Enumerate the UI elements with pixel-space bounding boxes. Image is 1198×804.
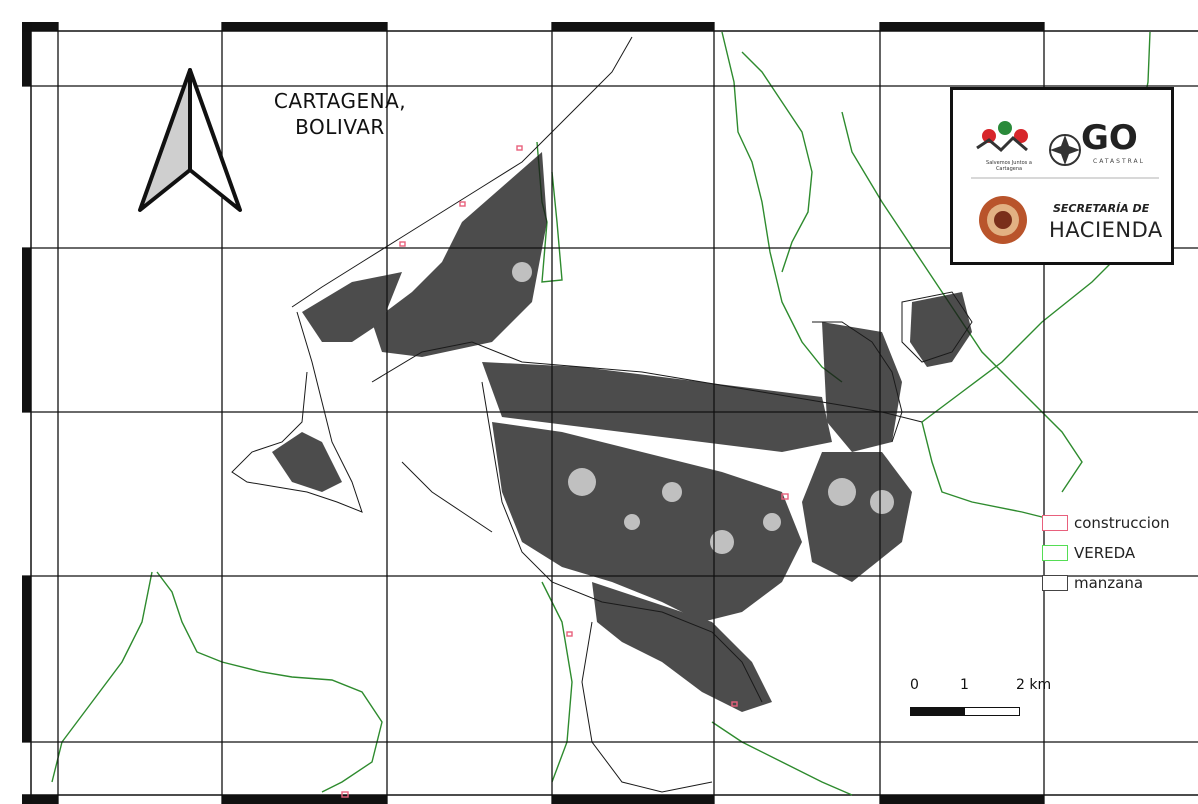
map-title-line1: CARTAGENA, [273, 89, 407, 113]
map-frame: CARTAGENA, BOLIVAR [22, 22, 1198, 804]
manzana-light [512, 262, 894, 554]
legend-item-construccion: construccion [1042, 514, 1170, 532]
legend-label-vereda: VEREDA [1074, 544, 1136, 562]
legend-swatch-vereda [1042, 545, 1068, 561]
salvemos-juntos-logo [976, 121, 1028, 153]
scale-label-2km: 2 km [1016, 677, 1052, 693]
map-title-line2: BOLIVAR [295, 115, 385, 139]
scale-bar-graphic [910, 707, 1020, 716]
manzana-fill [272, 152, 972, 712]
legend-swatch-construccion [1042, 515, 1068, 531]
scale-label-1: 1 [960, 677, 969, 693]
north-arrow-icon [138, 68, 242, 212]
logos-graphic [971, 121, 1159, 244]
go-catastral-icon [1049, 134, 1081, 166]
hacienda-label: HACIENDA [1049, 218, 1163, 242]
map-canvas[interactable] [22, 22, 1198, 804]
map-title: CARTAGENA, BOLIVAR [270, 88, 410, 140]
frame-border [22, 22, 1044, 804]
logo-box: GO CATASTRAL Salvemos Juntos a Cartagena… [950, 87, 1174, 265]
legend-label-manzana: manzana [1074, 574, 1144, 592]
hacienda-seal-icon [979, 196, 1027, 244]
legend-item-manzana: manzana [1042, 574, 1143, 592]
legend-label-construccion: construccion [1074, 514, 1170, 532]
secretaria-label: SECRETARÍA DE [1053, 202, 1150, 215]
scale-bar-fill [911, 708, 965, 715]
legend-swatch-manzana [1042, 575, 1068, 591]
go-logo-text: GO [1081, 118, 1138, 158]
legend-item-vereda: VEREDA [1042, 544, 1135, 562]
salvemos-logo-text: Salvemos Juntos a Cartagena [986, 160, 1032, 172]
catastral-logo-text: CATASTRAL [1093, 158, 1145, 165]
construccion-markers [341, 145, 789, 798]
frame-border-thin [22, 22, 1198, 804]
graticule-grid [22, 22, 1198, 804]
logo-box-inner: GO CATASTRAL Salvemos Juntos a Cartagena… [961, 98, 1163, 254]
scale-label-0: 0 [910, 677, 919, 693]
